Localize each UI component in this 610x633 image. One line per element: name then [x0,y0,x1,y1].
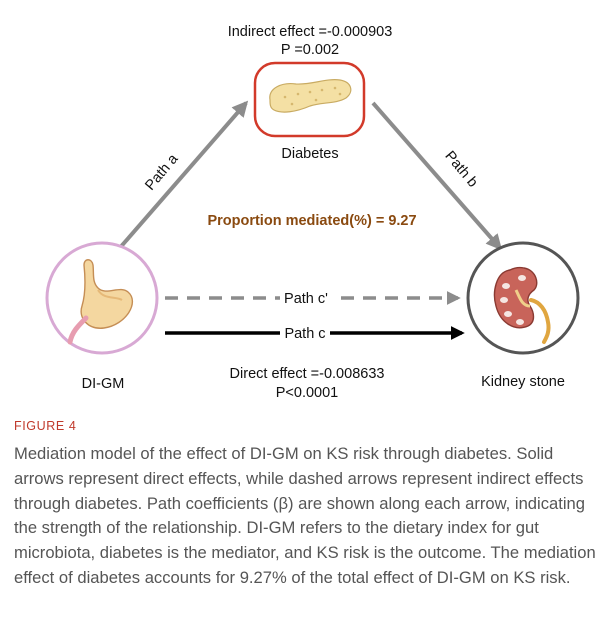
indirect-effect-label: Indirect effect =-0.000903 [228,24,393,40]
path-b-label: Path b [441,148,480,190]
mediator-label: Diabetes [281,146,338,162]
pancreas-icon [269,79,352,113]
outcome-label: Kidney stone [481,374,565,390]
path-a-arrow [116,100,249,252]
path-a-label: Path a [142,151,182,194]
mediation-diagram: Indirect effect =-0.000903 P =0.002 Path… [45,24,580,401]
path-b-arrow [371,101,503,251]
proportion-mediated-label: Proportion mediated(%) = 9.27 [207,213,416,229]
exposure-label: DI-GM [82,376,125,392]
stomach-icon [67,259,134,345]
direct-p-label: P<0.0001 [276,385,339,401]
path-c-prime-label: Path c' [284,291,328,307]
figure-caption: Mediation model of the effect of DI-GM o… [14,444,596,587]
direct-effect-label: Direct effect =-0.008633 [230,366,385,382]
figure-label: FIGURE 4 [14,419,77,433]
kidney-icon [493,266,551,344]
indirect-p-label: P =0.002 [281,42,339,58]
path-c-label: Path c [284,326,325,342]
